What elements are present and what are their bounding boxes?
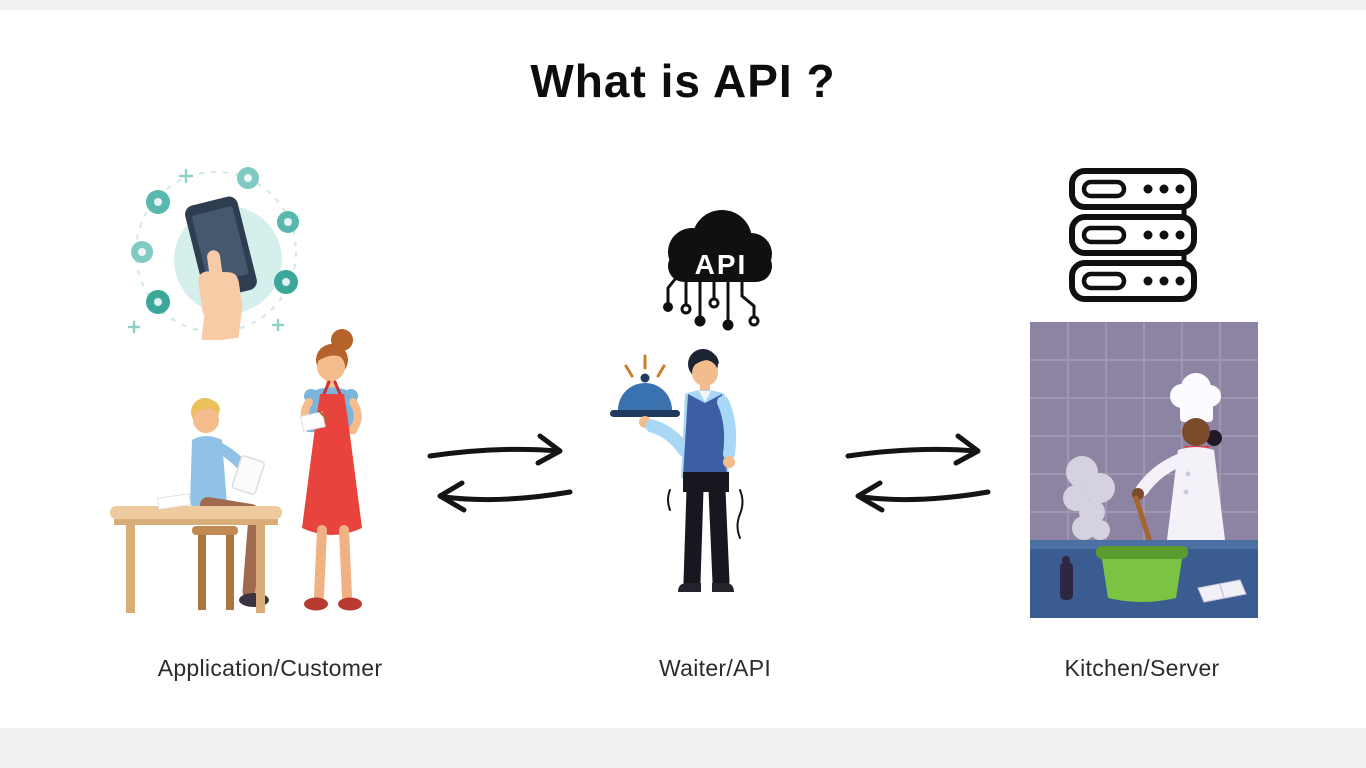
arrow-pair-left bbox=[427, 433, 573, 513]
arrow-right-icon bbox=[427, 433, 563, 466]
cloche-icon bbox=[610, 373, 680, 417]
recipe-book-icon bbox=[1197, 579, 1247, 603]
tablet-icon bbox=[231, 455, 265, 495]
notepad-icon bbox=[299, 411, 326, 432]
waitress-figure bbox=[299, 329, 362, 611]
cloud-shape bbox=[668, 210, 772, 282]
dashed-ring bbox=[135, 171, 297, 333]
sparkle-lines bbox=[624, 354, 666, 378]
node-label-application-customer: Application/Customer bbox=[157, 655, 383, 681]
api-cloud-icon: API bbox=[663, 210, 772, 331]
api-text: API bbox=[695, 249, 748, 280]
arrow-pair-right bbox=[845, 433, 991, 513]
chef-figure bbox=[1132, 373, 1226, 551]
waiter-figure bbox=[678, 349, 737, 592]
server-unit bbox=[1069, 260, 1197, 302]
arrow-right-icon bbox=[845, 433, 981, 466]
diagram-canvas: What is API ? bbox=[0, 10, 1366, 728]
spoon-icon bbox=[1133, 495, 1155, 551]
circuit-lines bbox=[663, 276, 760, 331]
node-label-kitchen-server: Kitchen/Server bbox=[1064, 655, 1220, 681]
app-icon-bubbles bbox=[131, 167, 299, 314]
arrow-left-icon bbox=[855, 480, 991, 513]
chef-hat-icon bbox=[1180, 398, 1213, 422]
waiter-illustration bbox=[610, 349, 744, 592]
motion-squiggles bbox=[667, 489, 744, 539]
steam-puffs bbox=[1063, 456, 1115, 540]
node-label-waiter-api: Waiter/API bbox=[658, 655, 772, 681]
customer-waitress-illustration bbox=[110, 329, 362, 613]
app-customer-illustration bbox=[128, 167, 299, 340]
server-unit bbox=[1069, 214, 1197, 256]
server-rack-icon bbox=[1069, 168, 1197, 302]
pointing-hand-icon bbox=[198, 250, 243, 340]
page-title: What is API ? bbox=[530, 55, 836, 107]
arrow-left-icon bbox=[437, 480, 573, 513]
plus-decorations bbox=[128, 168, 285, 334]
table bbox=[110, 493, 282, 613]
stool bbox=[192, 526, 238, 610]
cooking-pot-icon bbox=[1096, 546, 1188, 602]
server-unit bbox=[1069, 168, 1197, 210]
kitchen-illustration bbox=[1030, 322, 1258, 618]
pepper-mill-icon bbox=[1060, 556, 1073, 600]
